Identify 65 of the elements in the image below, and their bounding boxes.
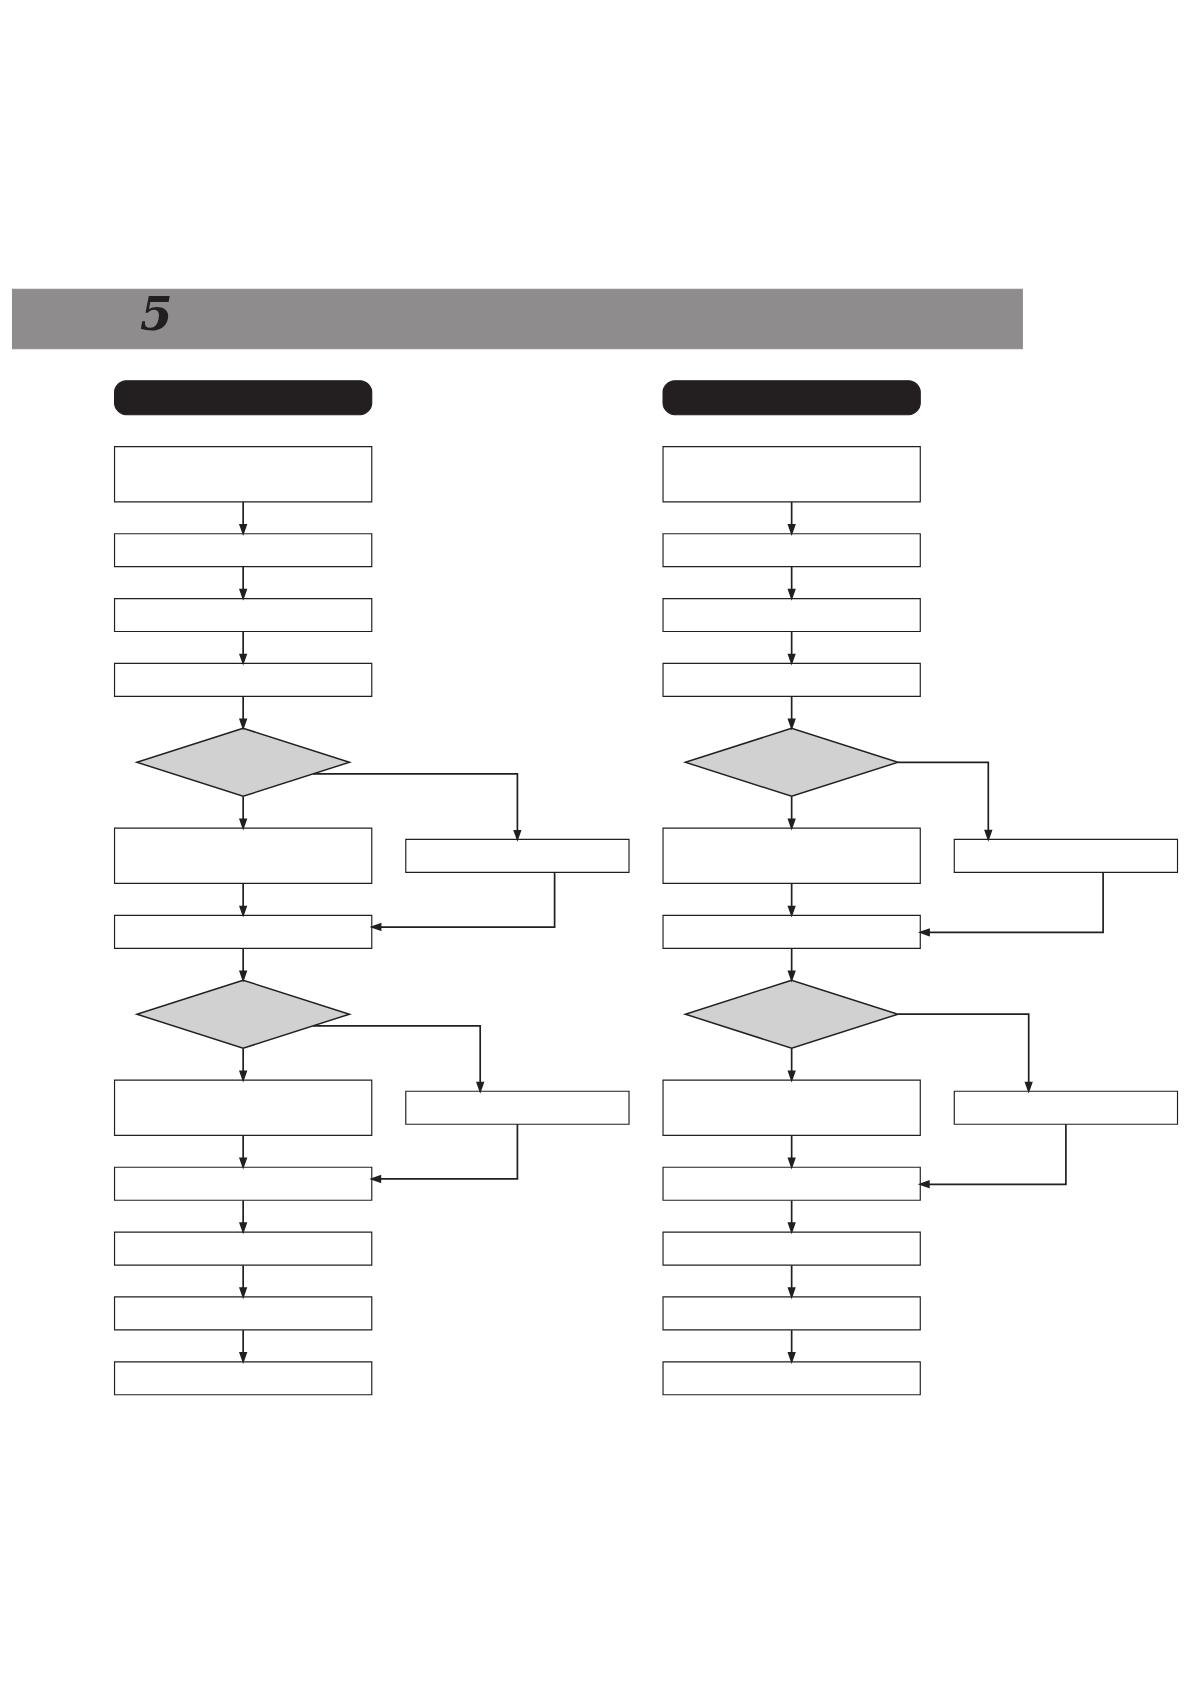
node-box <box>953 838 1179 873</box>
arrow <box>239 630 248 666</box>
arrow <box>787 501 796 536</box>
arrow <box>239 1047 248 1083</box>
arrow <box>239 947 248 983</box>
node-box <box>113 1166 373 1201</box>
arrow <box>917 1123 1067 1189</box>
node-box <box>113 662 373 697</box>
arrow <box>897 1013 1033 1094</box>
node-diamond <box>682 727 901 798</box>
arrow <box>787 1134 796 1170</box>
arrow <box>787 630 796 666</box>
node-box <box>662 446 921 503</box>
arrow <box>787 1329 796 1364</box>
node-box <box>662 598 921 633</box>
node-box <box>662 1361 921 1396</box>
node-box <box>662 1231 921 1266</box>
arrow <box>787 947 796 983</box>
node-box <box>662 1296 921 1331</box>
node-box <box>405 838 630 873</box>
arrow <box>239 1199 248 1235</box>
node-box <box>113 1079 373 1136</box>
arrow <box>239 795 248 831</box>
arrow <box>787 795 796 831</box>
node-box <box>113 446 373 503</box>
node-box <box>662 1166 921 1201</box>
arrow <box>369 1123 519 1184</box>
arrow <box>239 1264 248 1300</box>
node-box <box>662 914 921 949</box>
arrow <box>787 566 796 601</box>
arrow <box>787 1264 796 1300</box>
node-bar <box>114 380 373 416</box>
node-diamond <box>134 979 352 1049</box>
node-box <box>662 533 921 568</box>
node-box <box>953 1090 1179 1125</box>
node-diamond <box>134 727 352 798</box>
arrow <box>918 871 1104 937</box>
node-diamond <box>682 979 901 1049</box>
node-box <box>113 598 373 633</box>
arrow <box>312 773 522 842</box>
node-box <box>113 1361 373 1396</box>
node-box <box>113 827 373 885</box>
arrow <box>787 1199 796 1235</box>
node-bar <box>662 380 921 416</box>
arrow <box>787 695 796 731</box>
node-box <box>662 1079 921 1136</box>
arrow <box>239 882 248 918</box>
arrow <box>239 501 248 536</box>
arrow <box>312 1025 485 1094</box>
node-box <box>113 533 373 568</box>
node-box <box>113 1296 373 1331</box>
arrow <box>239 695 248 731</box>
node-box <box>405 1090 630 1125</box>
node-box <box>662 662 921 697</box>
arrow <box>787 1047 796 1083</box>
node-box <box>113 914 373 949</box>
node-box: 5 <box>11 288 1023 350</box>
node-box <box>662 827 921 885</box>
arrow <box>787 882 796 918</box>
node-box <box>113 1231 373 1266</box>
arrow <box>897 761 993 842</box>
arrow <box>239 1134 248 1170</box>
arrow <box>369 871 556 932</box>
arrow <box>239 1329 248 1364</box>
arrow <box>239 566 248 601</box>
